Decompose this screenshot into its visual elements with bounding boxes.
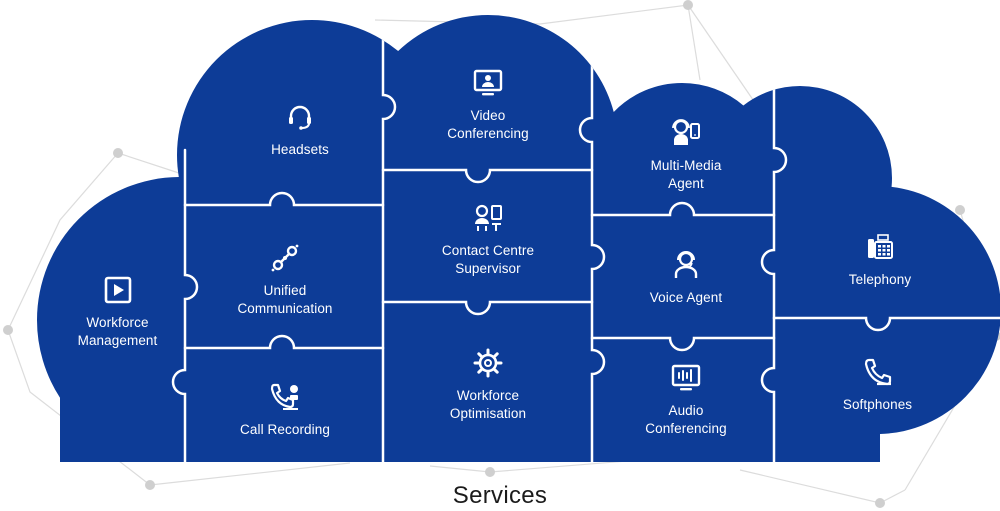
service-headsets[interactable]: Headsets <box>200 80 400 180</box>
service-label: Softphones <box>842 397 913 412</box>
service-softphones[interactable]: Softphones <box>780 335 975 435</box>
audio-monitor-icon <box>671 364 701 391</box>
handset-icon <box>864 358 891 386</box>
call-recording-icon <box>270 383 298 410</box>
service-telephony[interactable]: Telephony <box>780 210 980 310</box>
service-call-recording[interactable]: Call Recording <box>190 365 380 455</box>
service-label: Workforce Management <box>77 315 158 348</box>
service-label: Audio Conferencing <box>645 403 727 436</box>
desk-phone-icon <box>868 234 893 259</box>
gear-icon <box>473 348 503 378</box>
agent-device-icon <box>672 119 700 145</box>
supervisor-icon <box>475 204 502 231</box>
service-label: Voice Agent <box>649 290 723 305</box>
video-monitor-icon <box>473 69 503 96</box>
service-multi-media-agent[interactable]: Multi-Media Agent <box>598 105 774 205</box>
service-label: Telephony <box>848 272 912 287</box>
service-label: Multi-Media Agent <box>650 158 722 191</box>
service-label: Headsets <box>271 142 329 157</box>
headset-icon <box>289 105 311 130</box>
service-label: Contact Centre Supervisor <box>441 243 535 276</box>
service-video-conferencing[interactable]: Video Conferencing <box>388 50 588 160</box>
voice-agent-icon <box>674 251 698 278</box>
service-voice-agent[interactable]: Voice Agent <box>598 228 774 328</box>
service-label: Workforce Optimisation <box>449 388 527 421</box>
service-label: Unified Communication <box>237 283 333 316</box>
service-workforce-management[interactable]: Workforce Management <box>50 262 185 362</box>
service-label: Call Recording <box>240 422 330 437</box>
diagram-caption: Services <box>452 482 548 509</box>
service-unified-communication[interactable]: Unified Communication <box>190 225 380 335</box>
play-square-icon <box>104 276 131 304</box>
service-audio-conferencing[interactable]: Audio Conferencing <box>598 350 774 450</box>
service-contact-centre-supervisor[interactable]: Contact Centre Supervisor <box>388 185 588 295</box>
service-workforce-optimisation[interactable]: Workforce Optimisation <box>388 330 588 440</box>
link-nodes-icon <box>271 244 299 272</box>
service-label: Video Conferencing <box>447 108 529 141</box>
